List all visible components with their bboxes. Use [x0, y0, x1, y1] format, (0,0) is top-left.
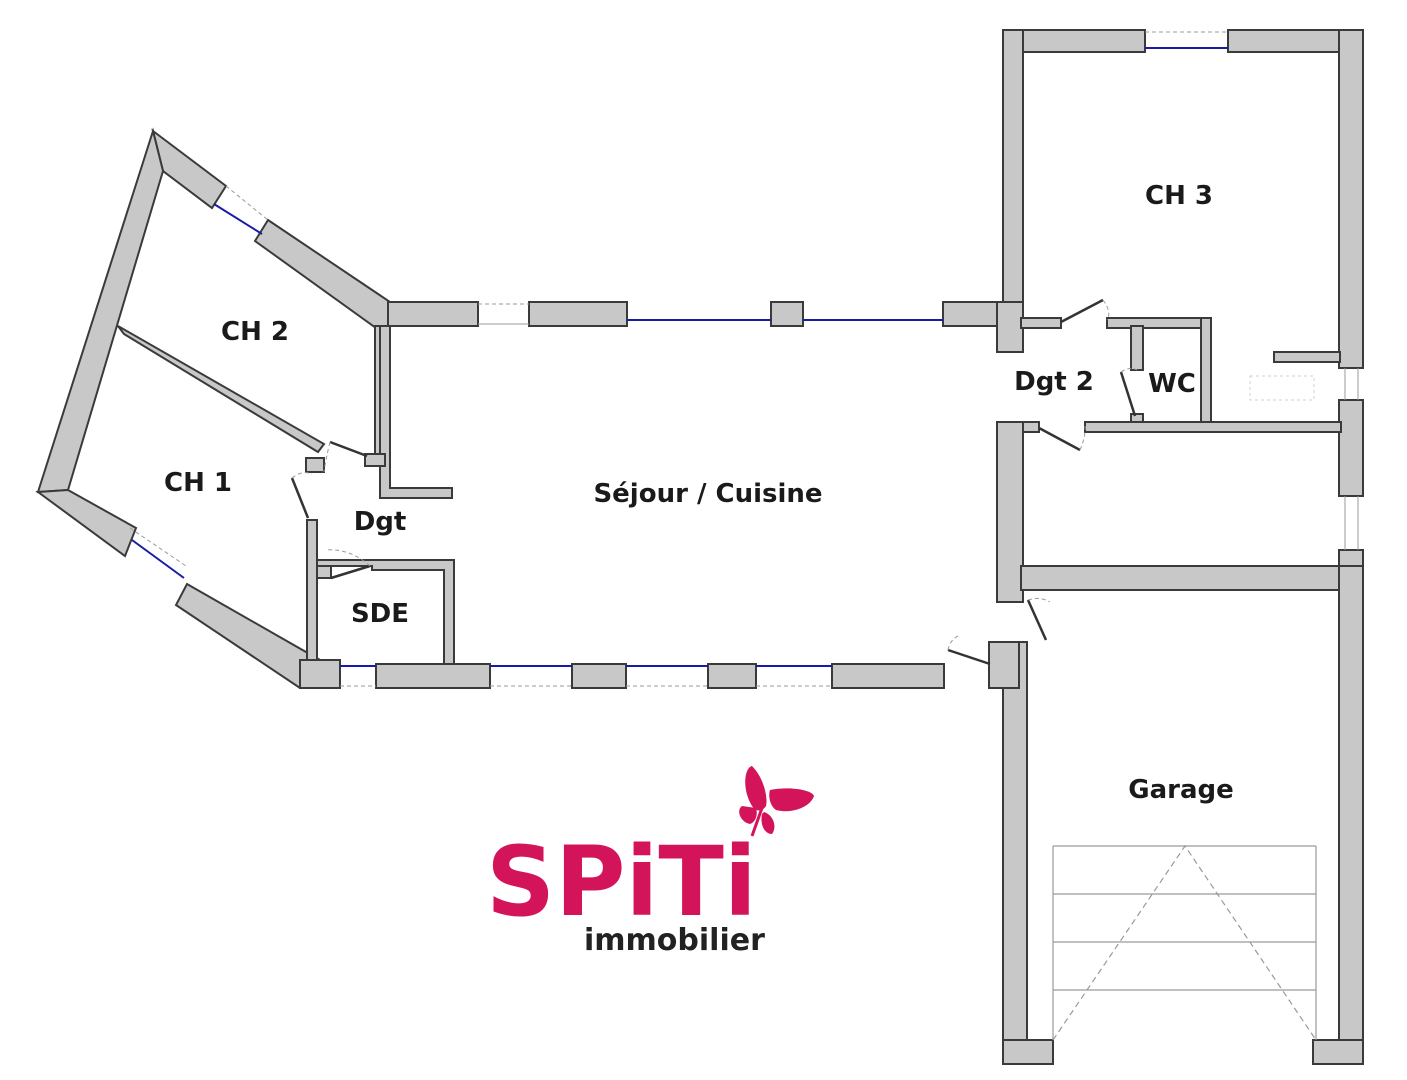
wall-garage-south-a	[1002, 1039, 1054, 1065]
wall-ch3-stub	[1273, 351, 1341, 363]
wall-south-d	[707, 663, 757, 689]
wall-garage-south-b	[1312, 1039, 1364, 1065]
wall-ch2-east-return	[379, 325, 453, 499]
butterfly-icon	[739, 766, 814, 837]
garage-door-symbol	[1052, 844, 1317, 1041]
wall-south-c	[571, 663, 627, 689]
windows-right	[1145, 31, 1359, 550]
wall-ch3-west	[1002, 29, 1024, 331]
wall-ch3-west-lower	[996, 301, 1024, 353]
brand-tagline: immobilier	[584, 923, 765, 958]
wall-ch3-north-a	[1002, 29, 1146, 53]
wall-west	[36, 127, 165, 494]
wall-stub-a	[305, 457, 325, 473]
wall-garage-west	[1002, 641, 1028, 1065]
wall-east-mid	[1338, 399, 1364, 497]
doors	[290, 298, 1138, 666]
room-label-ch1: CH 1	[164, 468, 232, 498]
door-storage	[1038, 426, 1081, 452]
wall-sde-stub	[316, 565, 332, 579]
room-label-ch3: CH 3	[1145, 181, 1213, 211]
wall-south-b	[375, 663, 491, 689]
wall-garage-west-stub	[988, 641, 1020, 689]
room-label-ch2: CH 2	[221, 317, 289, 347]
wall-garage-north	[1020, 565, 1364, 591]
wall-ch1-ch2	[117, 325, 326, 454]
wall-stub-b	[364, 453, 386, 467]
wall-south-e	[831, 663, 945, 689]
door-entry	[947, 648, 991, 666]
windows-left	[129, 185, 943, 687]
room-label-dgt: Dgt	[354, 507, 407, 537]
door-wc	[1119, 371, 1137, 417]
wall-ch2-north-b	[253, 218, 391, 329]
room-label-sejour: Séjour / Cuisine	[593, 479, 822, 509]
wall-north-b	[528, 301, 628, 327]
wall-wc-west	[1130, 325, 1144, 371]
wall-north-a	[387, 301, 479, 327]
wall-dgt2-north-a	[1020, 317, 1062, 329]
brand-name: SPiTi	[486, 826, 757, 938]
wall-dgt2-north-b	[1106, 317, 1212, 329]
wall-garage-east	[1338, 565, 1364, 1065]
room-label-wc: WC	[1148, 369, 1196, 399]
door-ch3	[1060, 298, 1104, 324]
door-ch1	[290, 477, 310, 519]
wall-dgt2-south	[1084, 421, 1342, 433]
room-label-sde: SDE	[351, 599, 409, 629]
wall-storage-west	[996, 421, 1024, 603]
room-label-garage: Garage	[1128, 775, 1234, 805]
wall-south-a	[299, 659, 341, 689]
door-sde	[330, 564, 371, 580]
wall-ch1-south-b	[174, 582, 321, 689]
brand-logo: SPiTi immobilier	[486, 766, 814, 958]
left-wing-walls	[35, 127, 1004, 689]
right-wing-walls	[988, 29, 1364, 1065]
wall-dgt-west	[306, 519, 318, 671]
wall-ch2-north-a	[151, 128, 228, 210]
wall-ch1-south-a	[35, 488, 138, 558]
wall-wc-east	[1200, 317, 1212, 425]
wall-sde	[316, 559, 455, 665]
wall-north-d	[942, 301, 1004, 327]
door-ch2	[329, 440, 368, 458]
wall-east-top	[1338, 29, 1364, 369]
wall-north-c	[770, 301, 804, 327]
door-garage	[1026, 599, 1048, 641]
room-label-dgt2: Dgt 2	[1014, 367, 1094, 397]
